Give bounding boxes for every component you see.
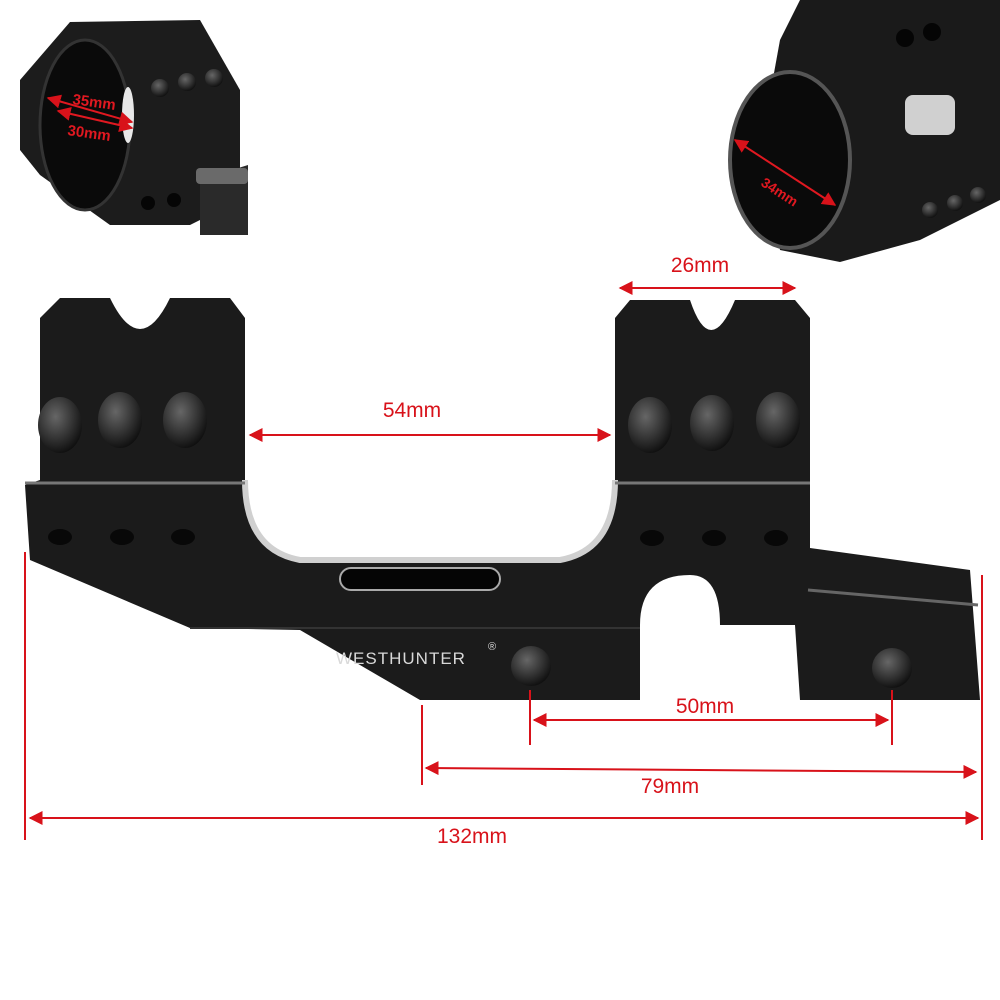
dim-overall-length: 132mm: [437, 825, 507, 848]
registered-mark: ®: [488, 641, 496, 653]
dim-ring-width: 26mm: [671, 254, 729, 277]
crossbolt-left: [511, 646, 551, 686]
dimension-annotations: [24, 281, 983, 840]
dim-ring-spacing: 54mm: [383, 399, 441, 422]
dim-base-length: 79mm: [641, 775, 699, 798]
ring-screws: [38, 392, 912, 688]
crossbolt-right: [872, 648, 912, 688]
brand-logo: WESTHUNTER: [336, 649, 466, 668]
inset-ring-closeup-left: 35mm 30mm: [20, 20, 248, 235]
inset-label-35mm: 35mm: [71, 91, 116, 114]
inset-ring-closeup-right: 34mm: [728, 0, 1000, 262]
dim-crossbolt-spacing: 50mm: [676, 695, 734, 718]
scope-mount: WESTHUNTER ®: [25, 298, 980, 700]
inset-label-30mm: 30mm: [66, 122, 111, 145]
